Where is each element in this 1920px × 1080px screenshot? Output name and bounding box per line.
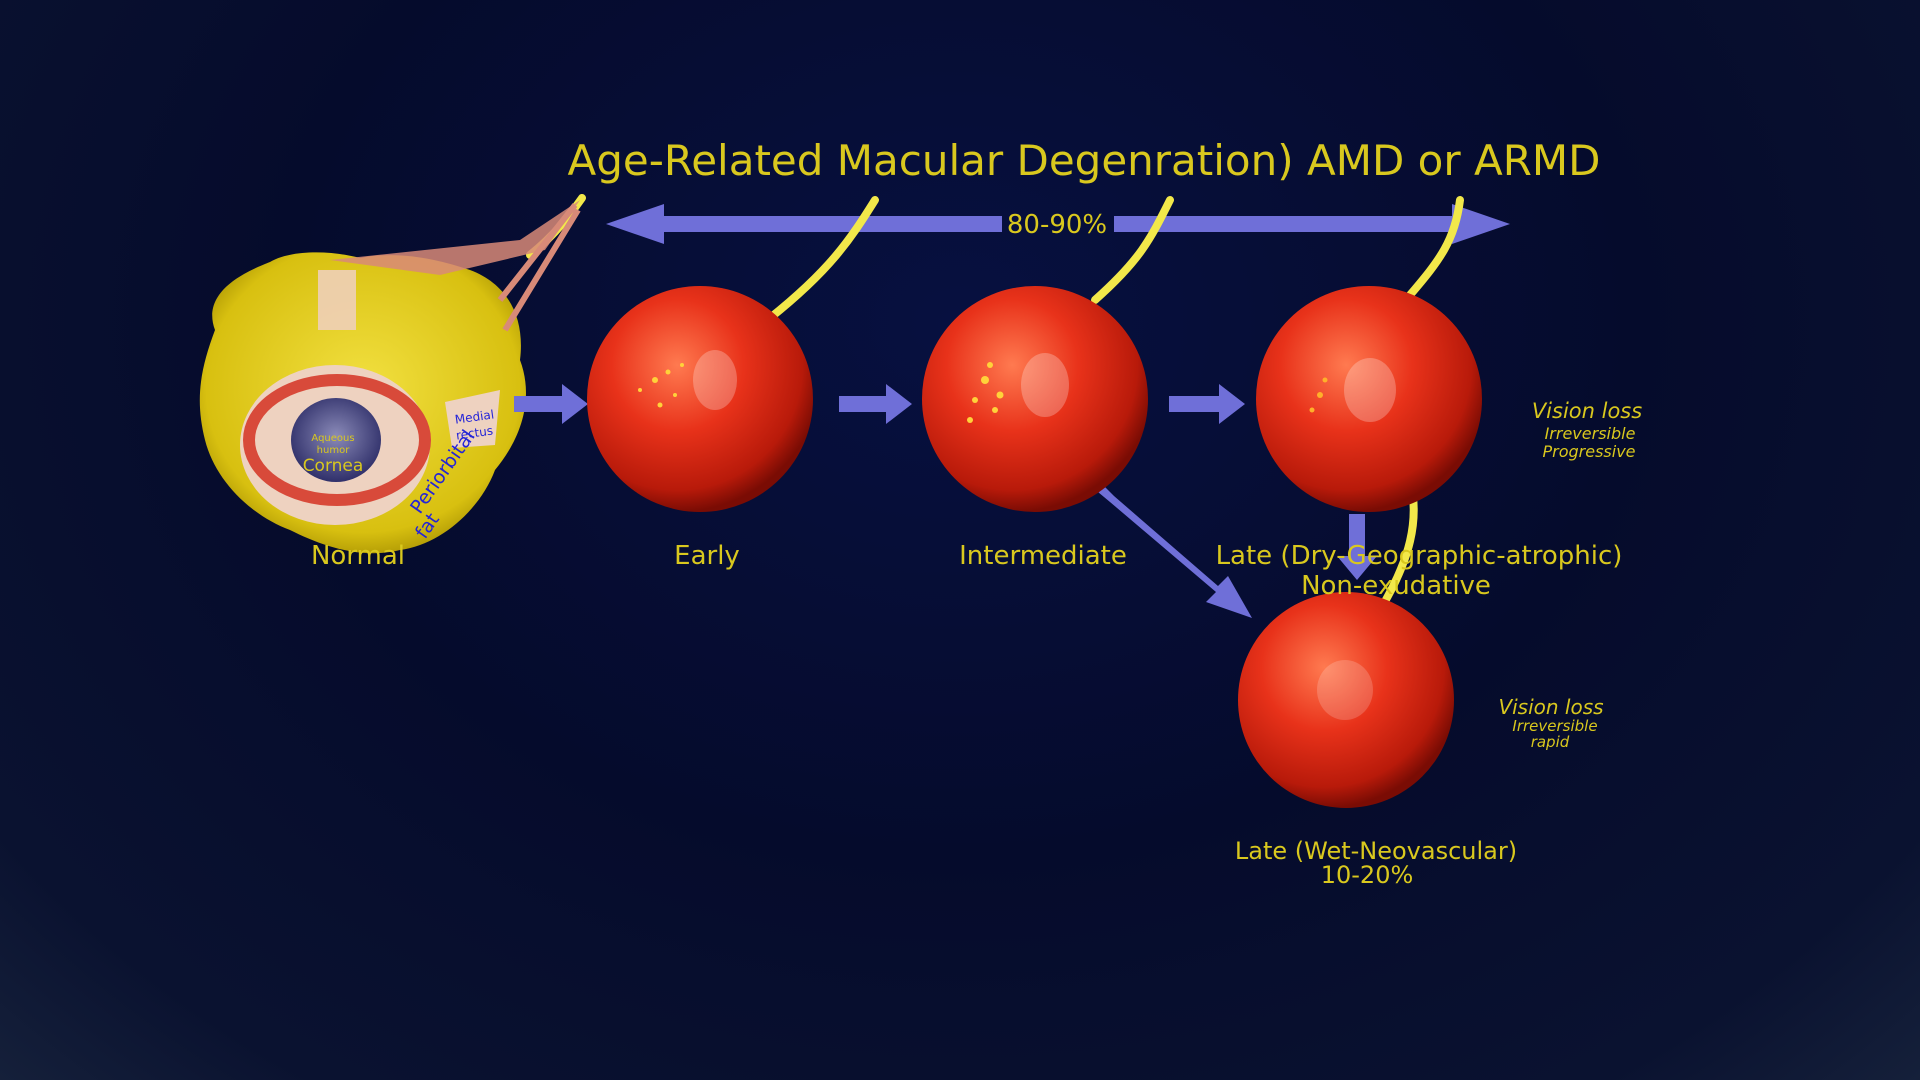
- rectus-label: rectus: [455, 424, 494, 443]
- slide-title: Age-Related Macular Degenration) AMD or …: [568, 136, 1601, 185]
- stage-label-normal: Normal: [311, 541, 405, 571]
- dry-outcome-title: Vision loss: [1532, 399, 1642, 423]
- wet-outcome-line1: Irreversible: [1512, 717, 1597, 735]
- stage-label-late-dry-sub: Non-exudative: [1301, 571, 1491, 601]
- retina-intermediate: [922, 286, 1148, 512]
- cornea-label: Cornea: [303, 456, 364, 476]
- medial-label: Medial: [454, 407, 495, 426]
- wet-outcome-title: Vision loss: [1498, 695, 1603, 719]
- dry-outcome-line2: Progressive: [1542, 442, 1635, 461]
- stage-label-late-wet: Late (Wet-Neovascular): [1235, 837, 1517, 865]
- stage-label-late-dry: Late (Dry-Geographic-atrophic): [1216, 541, 1623, 571]
- retina-late-dry: [1256, 286, 1482, 512]
- stage-label-intermediate: Intermediate: [959, 541, 1127, 571]
- wet-outcome-line2: rapid: [1531, 733, 1570, 751]
- retina-early: [587, 286, 813, 512]
- range-arrow: [606, 204, 1510, 244]
- humor-label: humor: [317, 445, 351, 456]
- retina-late-wet: [1238, 592, 1454, 808]
- stage-label-early: Early: [674, 541, 740, 571]
- range-label: 80-90%: [1007, 210, 1107, 240]
- normal-eye-illustration: [199, 200, 581, 554]
- dry-outcome-line1: Irreversible: [1545, 424, 1636, 443]
- stage-label-late-wet-sub: 10-20%: [1321, 861, 1414, 889]
- aqueous-label: Aqueous: [311, 433, 354, 444]
- progression-arrows: [514, 384, 1377, 618]
